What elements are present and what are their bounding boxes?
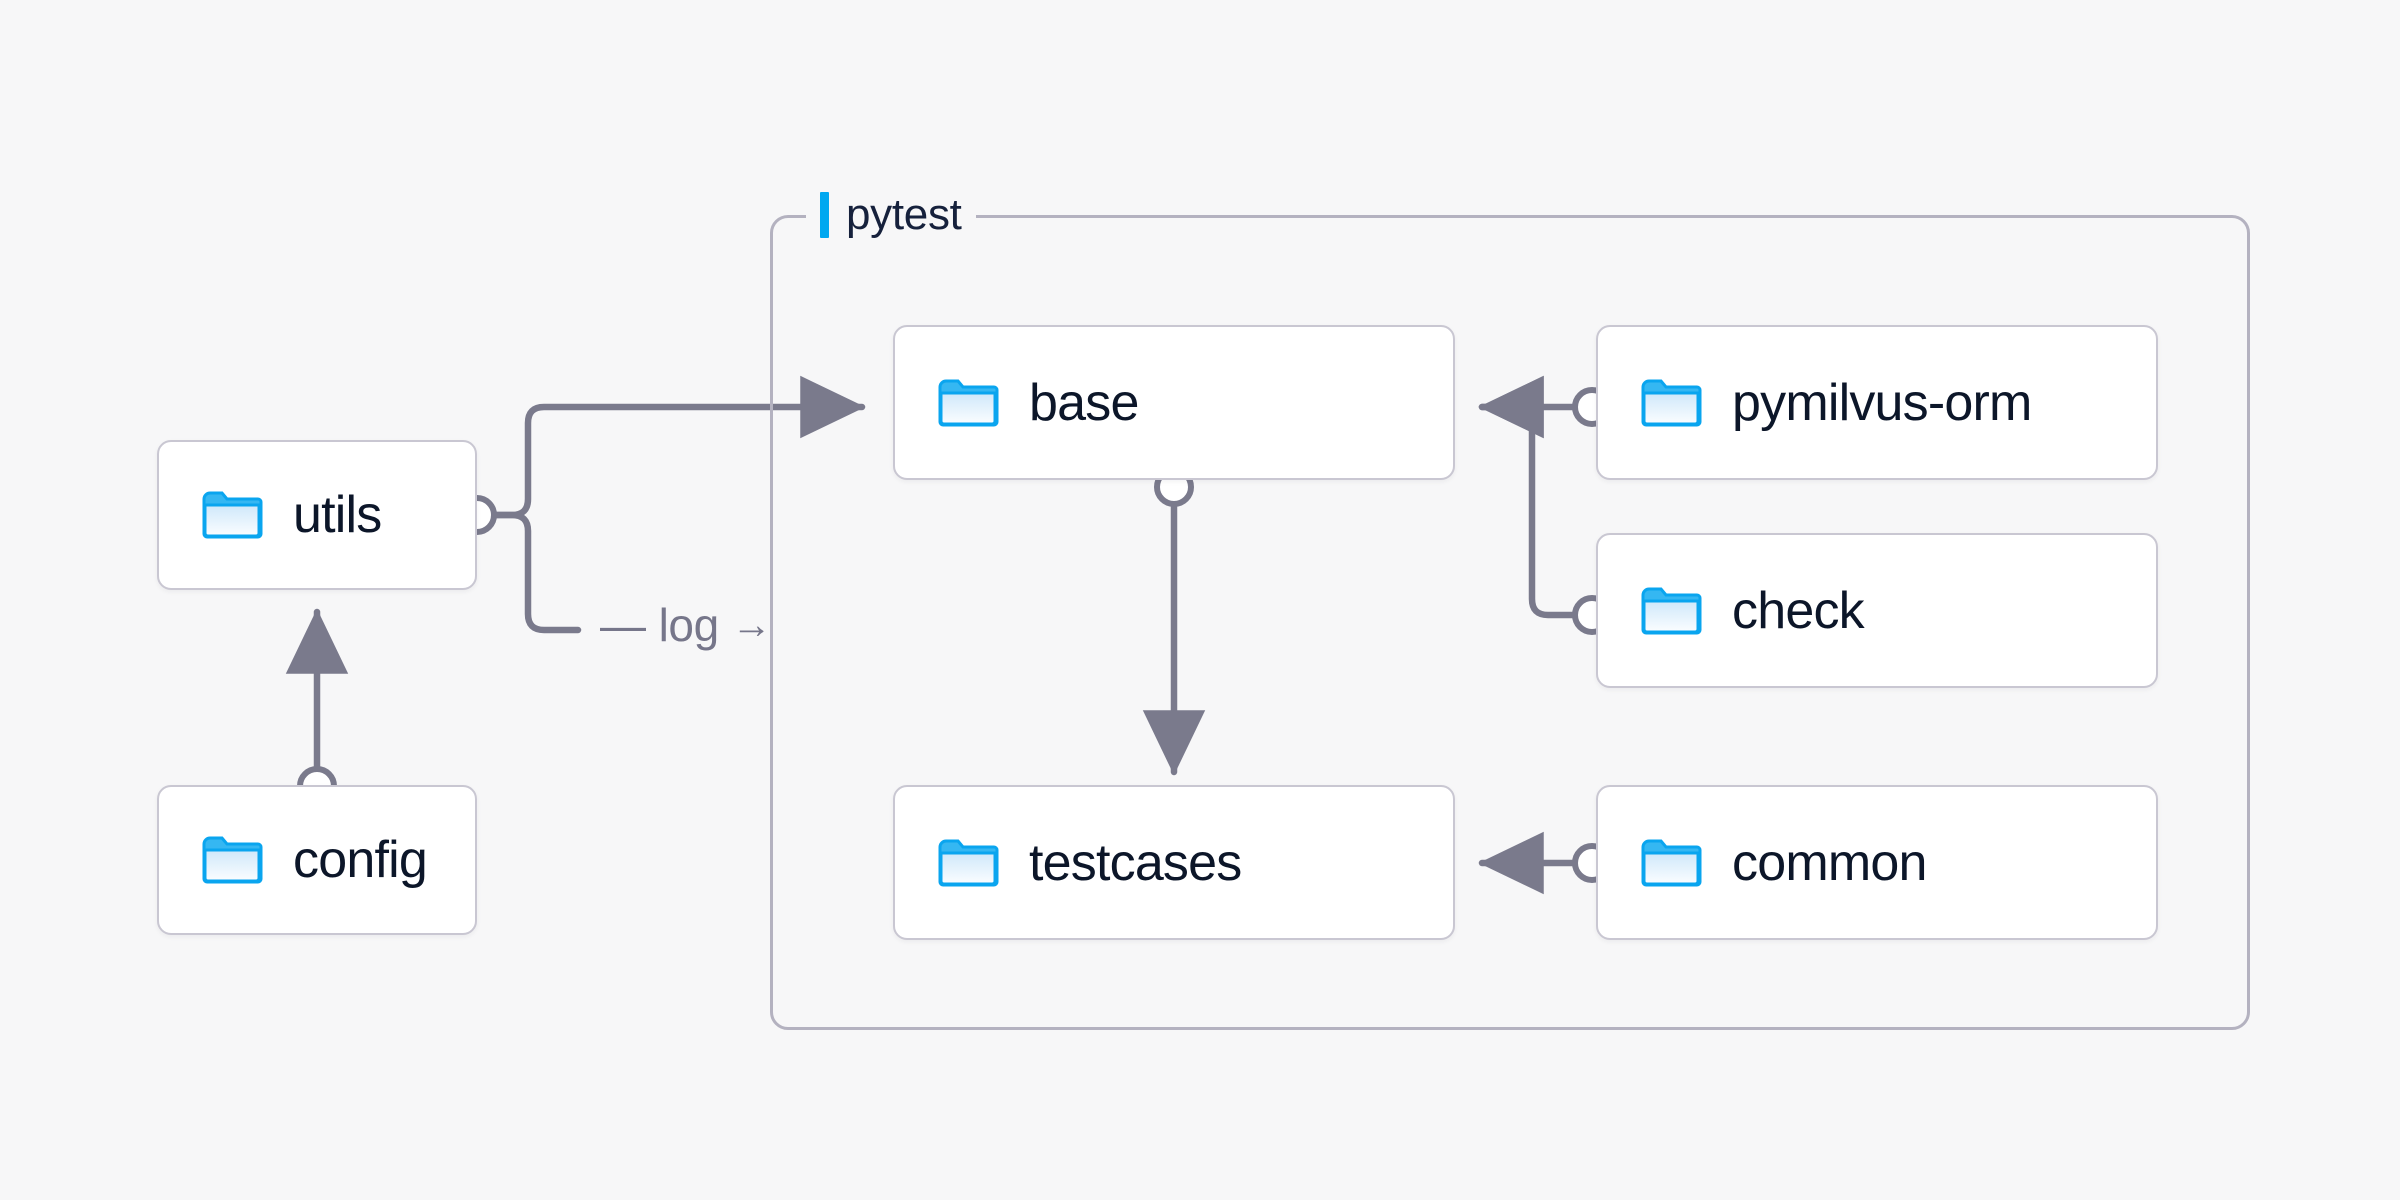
group-title: pytest [846, 190, 962, 239]
node-label: testcases [1029, 833, 1242, 892]
node-utils[interactable]: utils [157, 440, 477, 590]
folder-icon [938, 839, 999, 886]
dash-glyph: — [600, 599, 646, 651]
folder-icon [1641, 839, 1702, 886]
node-label: base [1029, 373, 1139, 432]
edge-label-log: — log → [600, 598, 772, 652]
folder-icon [1641, 587, 1702, 634]
node-label: check [1732, 581, 1865, 640]
edge-label-text: log [658, 599, 720, 651]
node-check[interactable]: check [1596, 533, 2158, 688]
edge-check-to-base [1478, 375, 1578, 619]
node-pymilvus-orm[interactable]: pymilvus-orm [1596, 325, 2158, 480]
node-label: pymilvus-orm [1732, 373, 2032, 432]
node-label: common [1732, 833, 1927, 892]
folder-icon [202, 836, 263, 884]
node-common[interactable]: common [1596, 785, 2158, 940]
node-testcases[interactable]: testcases [893, 785, 1455, 940]
node-label: config [293, 831, 428, 889]
folder-icon [938, 379, 999, 426]
folder-icon [202, 491, 263, 539]
edge-utils-to-log [490, 511, 582, 634]
accent-bar-icon [820, 192, 829, 238]
folder-icon [1641, 379, 1702, 426]
node-config[interactable]: config [157, 785, 477, 935]
group-container-pytest [770, 215, 2250, 1030]
node-label: utils [293, 486, 382, 544]
node-base[interactable]: base [893, 325, 1455, 480]
arrow-right-icon: → [731, 603, 772, 647]
group-label-pytest: pytest [806, 187, 976, 243]
